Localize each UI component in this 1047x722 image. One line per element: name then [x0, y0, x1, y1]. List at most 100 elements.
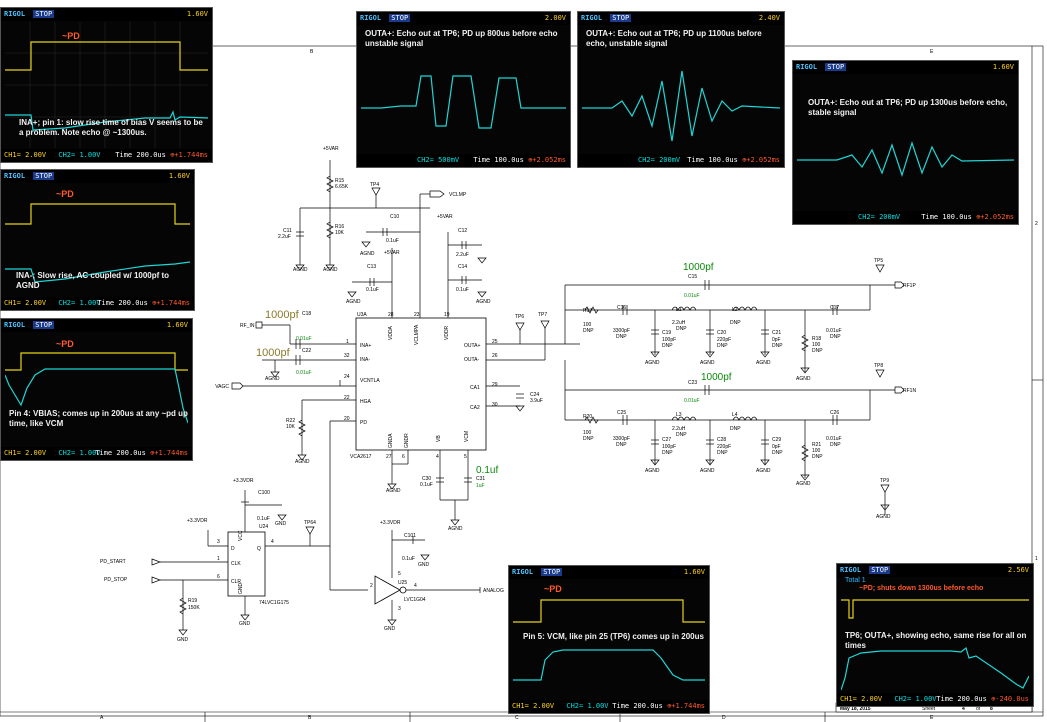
- ic-u25-ref: U25: [398, 580, 407, 586]
- scope-vbias: RIGOL STOP 1.60V ~PD Pin 4: VBIAS; comes…: [0, 318, 193, 461]
- svg-text:VDDR: VDDR: [444, 325, 450, 340]
- svg-text:C28: C28: [717, 437, 726, 443]
- svg-text:0.01uF: 0.01uF: [826, 328, 842, 334]
- svg-text:C11: C11: [283, 228, 292, 234]
- svg-text:C17: C17: [830, 305, 839, 311]
- svg-text:28: 28: [388, 312, 394, 318]
- ic-u25-part: LVC1G04: [404, 597, 426, 603]
- svg-text:1: 1: [346, 339, 349, 345]
- svg-text:GND: GND: [238, 583, 244, 595]
- svg-text:0.01uF: 0.01uF: [826, 436, 842, 442]
- svg-text:0.01uF: 0.01uF: [684, 398, 700, 404]
- svg-text:2.2uF: 2.2uF: [278, 234, 291, 240]
- scope-screen: [5, 22, 208, 148]
- svg-text:R17: R17: [583, 308, 592, 314]
- svg-text:4: 4: [962, 706, 965, 712]
- svg-text:0.1uF: 0.1uF: [257, 516, 270, 522]
- ic-u3a-ref: U3A: [357, 312, 367, 318]
- border-label: C: [515, 715, 519, 721]
- svg-text:GND: GND: [418, 562, 430, 568]
- svg-text:DNP: DNP: [616, 334, 627, 340]
- svg-text:0.1uF: 0.1uF: [456, 287, 469, 293]
- svg-text:DNP: DNP: [616, 442, 627, 448]
- border-label: A: [100, 715, 104, 721]
- svg-text:AGND: AGND: [756, 360, 771, 366]
- svg-text:C18: C18: [302, 311, 311, 317]
- scope-note: INA+; pin 1: slow rise time of bias V se…: [19, 118, 203, 137]
- svg-text:C10: C10: [390, 214, 399, 220]
- svg-text:TP7: TP7: [538, 312, 547, 318]
- ch1-trace: [5, 41, 208, 71]
- scope-echo-1100us: RIGOL STOP 2.40V OUTA+: Echo out at TP6;…: [577, 11, 785, 168]
- svg-text:May 18, 2015: May 18, 2015: [840, 706, 871, 712]
- svg-text:AGND: AGND: [293, 267, 308, 273]
- svg-text:C27: C27: [662, 437, 671, 443]
- svg-text:GNDA: GNDA: [388, 433, 394, 448]
- svg-text:C29: C29: [772, 437, 781, 443]
- svg-text:0.1uF: 0.1uF: [366, 287, 379, 293]
- svg-text:4: 4: [436, 454, 439, 460]
- scope-note: OUTA+: Echo out at TP6; PD up 800us befo…: [365, 29, 558, 48]
- svg-text:GND: GND: [177, 637, 189, 643]
- svg-text:Q: Q: [257, 546, 261, 552]
- svg-text:L2: L2: [732, 307, 738, 313]
- svg-text:AGND: AGND: [448, 526, 463, 532]
- svg-text:C14: C14: [458, 264, 467, 270]
- net-vagc: VAGC: [215, 384, 229, 390]
- svg-text:26: 26: [492, 353, 498, 359]
- svg-text:C100: C100: [258, 490, 270, 496]
- svg-text:L1: L1: [676, 307, 682, 313]
- border-label: B: [308, 715, 312, 721]
- svg-text:22: 22: [344, 395, 350, 401]
- svg-text:6.65K: 6.65K: [335, 184, 349, 190]
- ch2-trace: [797, 141, 1014, 177]
- svg-text:4: 4: [271, 539, 274, 545]
- svg-text:C25: C25: [617, 410, 626, 416]
- svg-text:+3.3VDR: +3.3VDR: [233, 478, 254, 484]
- svg-text:AGND: AGND: [756, 468, 771, 474]
- svg-text:DNP: DNP: [662, 450, 673, 456]
- svg-text:DNP: DNP: [830, 334, 841, 340]
- ic-u24: [227, 531, 266, 597]
- scope-ina-minus: RIGOL STOP 1.60V ~PD INA-; Slow rise, AC…: [0, 169, 195, 311]
- resistors: [179, 175, 809, 615]
- svg-text:R22: R22: [286, 418, 295, 424]
- scope-trigger-level: 1.60V: [186, 10, 208, 18]
- net-rf1p: RF1P: [903, 283, 916, 289]
- scope-ina-plus: RIGOL STOP 1.60V ~PD INA+; pin 1: slow r…: [0, 7, 213, 163]
- svg-text:R15: R15: [335, 178, 344, 184]
- ch2-trace: [5, 368, 188, 424]
- svg-text:VCLMPA: VCLMPA: [414, 324, 420, 345]
- svg-text:VDDA: VDDA: [388, 325, 394, 340]
- svg-text:C19: C19: [662, 330, 671, 336]
- svg-text:R16: R16: [335, 224, 344, 230]
- svg-text:R18: R18: [812, 336, 821, 342]
- ground-symbols: [178, 241, 890, 636]
- ch2-trace: [582, 70, 780, 142]
- ic-u25: [374, 575, 407, 605]
- scope-screen: [797, 141, 1014, 177]
- svg-text:19: 19: [444, 312, 450, 318]
- svg-text:OUTA+: OUTA+: [464, 343, 481, 349]
- svg-text:2: 2: [370, 583, 373, 589]
- svg-text:C101: C101: [404, 533, 416, 539]
- svg-text:27: 27: [386, 454, 392, 460]
- svg-text:2.2uH: 2.2uH: [672, 426, 686, 432]
- scope-screen: [582, 70, 780, 142]
- ic-u3a-part: VCA2617: [350, 454, 372, 460]
- svg-text:AGND: AGND: [360, 251, 375, 257]
- scope-screen: [5, 352, 188, 424]
- svg-text:4: 4: [414, 583, 417, 589]
- ch1-trace: [513, 599, 705, 623]
- svg-text:DNP: DNP: [662, 343, 673, 349]
- ch1-trace: [841, 599, 1029, 619]
- svg-text:PD: PD: [360, 420, 367, 426]
- svg-text:AGND: AGND: [476, 299, 491, 305]
- svg-text:TP4: TP4: [370, 182, 379, 188]
- svg-text:C23: C23: [688, 380, 697, 386]
- ch2-trace: [841, 646, 1029, 691]
- annot-c15: 1000pf: [683, 262, 714, 273]
- svg-text:CLR: CLR: [231, 579, 241, 585]
- svg-text:OUTA-: OUTA-: [464, 357, 480, 363]
- scope-note: OUTA+: Echo out at TP6; PD up 1300us bef…: [808, 98, 1008, 117]
